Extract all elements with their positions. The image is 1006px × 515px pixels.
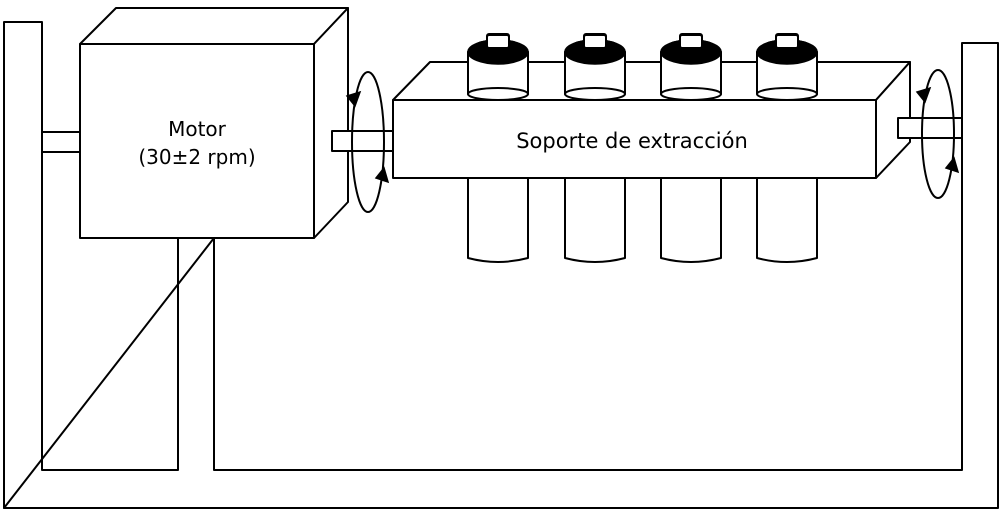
rotation-arrow-right-icon	[915, 69, 960, 199]
tube-bottom-3	[660, 177, 722, 263]
tube-bottom-4	[756, 177, 818, 263]
rotation-arrow-left-icon	[345, 71, 390, 213]
left-shaft	[41, 131, 81, 153]
right-shaft	[897, 117, 963, 139]
motor-label: Motor	[168, 117, 227, 141]
base-frame	[3, 21, 999, 509]
tube-bottom-1	[467, 177, 529, 263]
holder-label: Soporte de extracción	[516, 129, 748, 153]
tube-necks-front	[467, 34, 818, 101]
motor-speed-label: (30±2 rpm)	[138, 145, 255, 169]
tube-bottom-2	[564, 177, 626, 263]
motor-box	[79, 7, 349, 239]
